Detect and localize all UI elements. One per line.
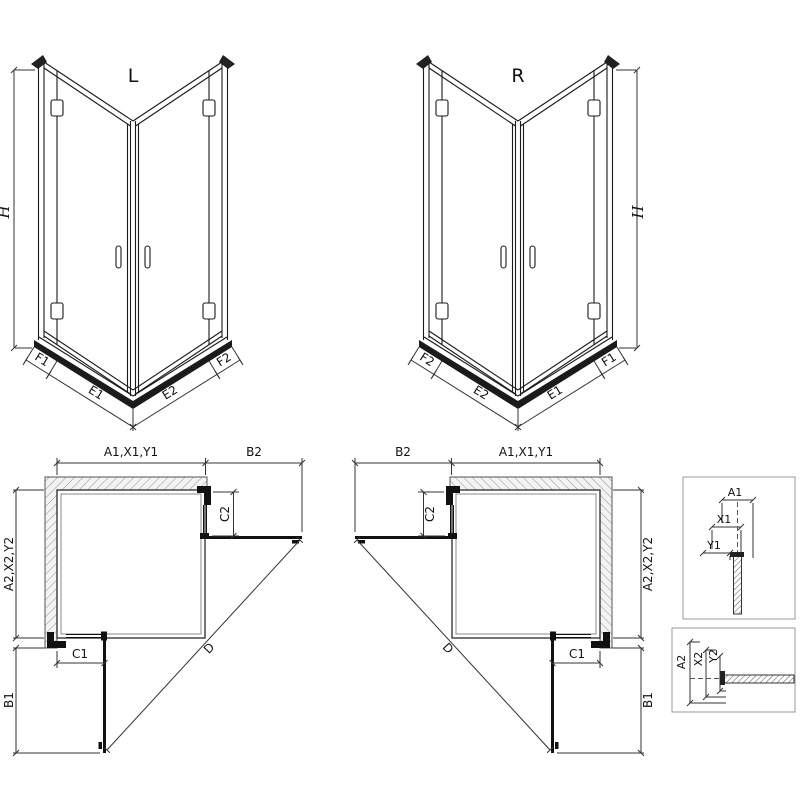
dim-f2-right: F2 <box>417 350 437 370</box>
dim-a1x1y1-left: A1,X1,Y1 <box>104 445 158 459</box>
dim-a2x2y2-right: A2,X2,Y2 <box>641 537 655 591</box>
dim-a2x2y2-left: A2,X2,Y2 <box>2 537 16 591</box>
dim-c1-right: C1 <box>569 647 585 661</box>
detail-dim-y1: Y1 <box>706 539 721 552</box>
dim-e1-left: E1 <box>86 383 106 403</box>
dim-f1-right: F1 <box>599 350 619 370</box>
iso-view-left: L H F1 E1 E2 F2 <box>0 54 244 432</box>
dim-d-right: D <box>440 640 457 656</box>
dim-f1-left: F1 <box>32 350 52 370</box>
dim-b1-left: B1 <box>2 692 16 708</box>
dim-b2-right: B2 <box>395 445 411 459</box>
iso-enclosure-right <box>407 54 629 432</box>
detail-top-glass-section <box>733 555 742 615</box>
variant-label-right: R <box>511 65 524 87</box>
dim-b2-left: B2 <box>246 445 262 459</box>
iso-view-right: R H F2 E2 E1 F1 <box>407 54 647 432</box>
dim-b1-right: B1 <box>641 692 655 708</box>
plan-view-left: A1,X1,Y1 B2 C2 A2,X2,Y2 C1 B1 D <box>2 445 307 758</box>
dim-f2-left: F2 <box>214 350 234 370</box>
dim-e2-left: E2 <box>160 383 180 403</box>
detail-dim-a2: A2 <box>675 655 688 670</box>
plan-geometry-left <box>11 456 307 758</box>
dim-d-left: D <box>201 640 218 656</box>
detail-top-profile-cap <box>730 552 744 557</box>
detail-bottom-glass-section <box>723 674 795 684</box>
detail-dim-x1: X1 <box>717 513 732 526</box>
dim-c1-left: C1 <box>72 647 88 661</box>
detail-dim-a1: A1 <box>728 486 743 499</box>
dim-a1x1y1-right: A1,X1,Y1 <box>499 445 553 459</box>
detail-bottom-profile-cap <box>720 671 725 685</box>
dim-e2-right: E2 <box>471 383 491 403</box>
plan-geometry-right <box>350 456 646 758</box>
dim-c2-right: C2 <box>423 506 437 522</box>
dim-c2-left: C2 <box>218 506 232 522</box>
detail-dim-y2: Y2 <box>707 649 720 664</box>
dim-height-left: H <box>0 205 13 220</box>
detail-dim-x2: X2 <box>692 652 705 667</box>
detail-profile-top: A1 X1 Y1 <box>682 476 796 620</box>
height-dimension-left <box>10 66 35 352</box>
detail-profile-bottom: A2 X2 Y2 <box>671 627 796 713</box>
dim-height-right: H <box>629 205 647 220</box>
variant-label-left: L <box>128 65 139 87</box>
plan-view-right: A1,X1,Y1 B2 C2 A2,X2,Y2 C1 B1 D <box>350 445 655 758</box>
height-dimension-right <box>616 66 641 352</box>
iso-enclosure-left <box>22 54 244 432</box>
dim-e1-right: E1 <box>545 383 565 403</box>
